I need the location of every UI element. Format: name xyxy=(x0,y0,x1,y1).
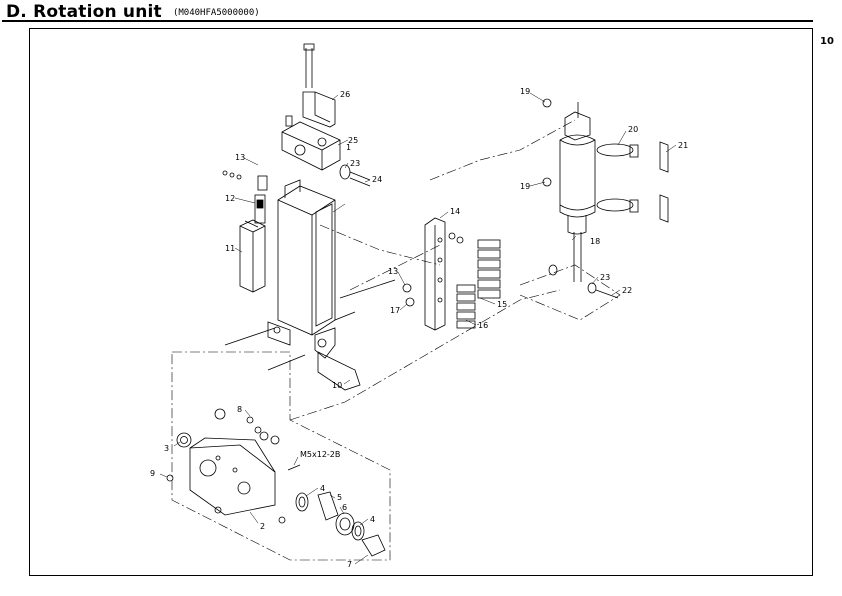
left-small-parts xyxy=(222,170,268,293)
callout-3: 3 xyxy=(164,444,169,453)
callout-labels: 1 2 3 4 4 5 6 7 8 9 10 11 12 13 13 14 15… xyxy=(150,87,688,569)
callout-10: 10 xyxy=(332,381,342,390)
rotary-cylinder xyxy=(542,98,669,299)
callout-7: 7 xyxy=(347,560,352,569)
title-underline xyxy=(2,20,813,22)
callout-12: 12 xyxy=(225,194,235,203)
callout-13b: 13 xyxy=(388,267,398,276)
callout-2: 2 xyxy=(260,522,265,531)
callout-13a: 13 xyxy=(235,153,245,162)
callout-1: 1 xyxy=(346,143,351,152)
callout-4b: 4 xyxy=(370,515,375,524)
callout-21: 21 xyxy=(678,141,688,150)
callout-19a: 19 xyxy=(520,87,530,96)
callout-6: 6 xyxy=(342,503,347,512)
callout-20: 20 xyxy=(628,125,638,134)
top-bracket-assembly xyxy=(281,43,371,187)
callout-m5x12: M5x12-2B xyxy=(300,450,340,459)
main-column xyxy=(224,179,396,391)
callout-23a: 23 xyxy=(350,159,360,168)
callout-22: 22 xyxy=(622,286,632,295)
callout-25: 25 xyxy=(348,136,358,145)
callout-14: 14 xyxy=(450,207,460,216)
callout-4a: 4 xyxy=(320,484,325,493)
callout-16: 16 xyxy=(478,321,488,330)
page-title: D. Rotation unit (M040HFA5000000) xyxy=(6,2,260,22)
manifold-assembly xyxy=(402,217,501,331)
section-title: D. Rotation unit xyxy=(6,2,162,22)
callout-18: 18 xyxy=(590,237,600,246)
callout-23b: 23 xyxy=(600,273,610,282)
callout-15: 15 xyxy=(497,300,507,309)
callout-5: 5 xyxy=(337,493,342,502)
callout-8: 8 xyxy=(237,405,242,414)
page-number: 10 xyxy=(820,36,834,47)
callout-24: 24 xyxy=(372,175,382,184)
callout-19b: 19 xyxy=(520,182,530,191)
base-plate-assembly xyxy=(166,408,386,557)
callout-9: 9 xyxy=(150,469,155,478)
callout-26: 26 xyxy=(340,90,350,99)
part-code: (M040HFA5000000) xyxy=(172,8,260,18)
drawing-frame xyxy=(29,28,813,576)
callout-17: 17 xyxy=(390,306,400,315)
callout-leaders xyxy=(159,92,677,565)
callout-11: 11 xyxy=(225,244,235,253)
